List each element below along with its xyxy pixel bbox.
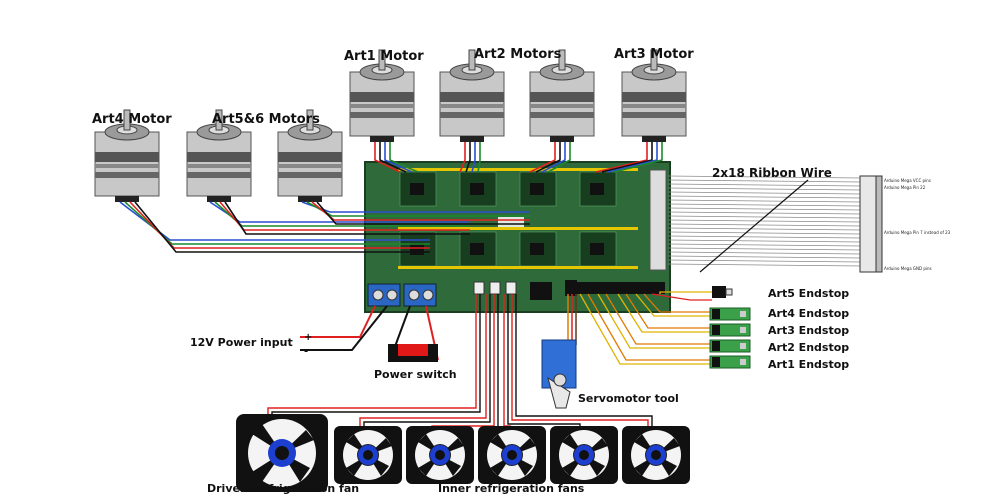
art4-endstop-switch [709, 307, 751, 321]
art2-endstop-switch [709, 339, 751, 353]
endstop-wires [579, 291, 712, 365]
drivers-fan [236, 414, 328, 492]
note-vcc: Arduino Mega VCC pins [884, 178, 931, 183]
label-art4-motor: Art4 Motor [92, 112, 172, 127]
label-art4-endstop: Art4 Endstop [768, 307, 849, 320]
servomotor [541, 339, 577, 409]
art1-endstop-switch [709, 355, 751, 369]
art5-endstop-switch [712, 286, 733, 298]
inner-fan-2 [406, 426, 474, 484]
art3-motor [621, 49, 687, 143]
label-art1-motor: Art1 Motor [344, 49, 424, 64]
label-art2-motors: Art2 Motors [474, 47, 562, 62]
label-minus: - [304, 346, 308, 357]
note-gnd: Arduino Mega GND pins [884, 266, 932, 271]
label-art3-motor: Art3 Motor [614, 47, 694, 62]
controller-board [364, 161, 671, 313]
fan-wires [267, 294, 653, 428]
label-power-switch: Power switch [374, 368, 457, 381]
label-servomotor-tool: Servomotor tool [578, 392, 679, 405]
note-pin7: Arduino Mega Pin 7 instead of 23 [884, 230, 951, 235]
inner-fan-4 [550, 426, 618, 484]
label-plus: + [304, 332, 312, 343]
inner-fan-5 [622, 426, 690, 484]
servo-wires [567, 294, 577, 345]
inner-fan-1 [334, 426, 402, 484]
label-art3-endstop: Art3 Endstop [768, 324, 849, 337]
label-art56-motors: Art5&6 Motors [212, 112, 320, 127]
label-drivers-fan: Drivers refrigeration fan [207, 482, 359, 495]
motor-wires [119, 142, 663, 253]
label-inner-fans: Inner refrigeration fans [438, 482, 585, 495]
art3-endstop-switch [709, 323, 751, 337]
art2-motor-b [529, 49, 595, 143]
note-pin22: Arduino Mega Pin 22 [884, 185, 926, 190]
power-switch [388, 344, 438, 362]
art2-motor-a [439, 49, 505, 143]
inner-fan-3 [478, 426, 546, 484]
label-ribbon-wire: 2x18 Ribbon Wire [712, 166, 832, 180]
label-art2-endstop: Art2 Endstop [768, 341, 849, 354]
label-art5-endstop: Art5 Endstop [768, 287, 849, 300]
label-art1-endstop: Art1 Endstop [768, 358, 849, 371]
label-power-input: 12V Power input [190, 336, 293, 349]
ribbon-cable [667, 175, 883, 273]
ribbon-connector-notes: Arduino Mega VCC pins Arduino Mega Pin 2… [884, 178, 951, 271]
